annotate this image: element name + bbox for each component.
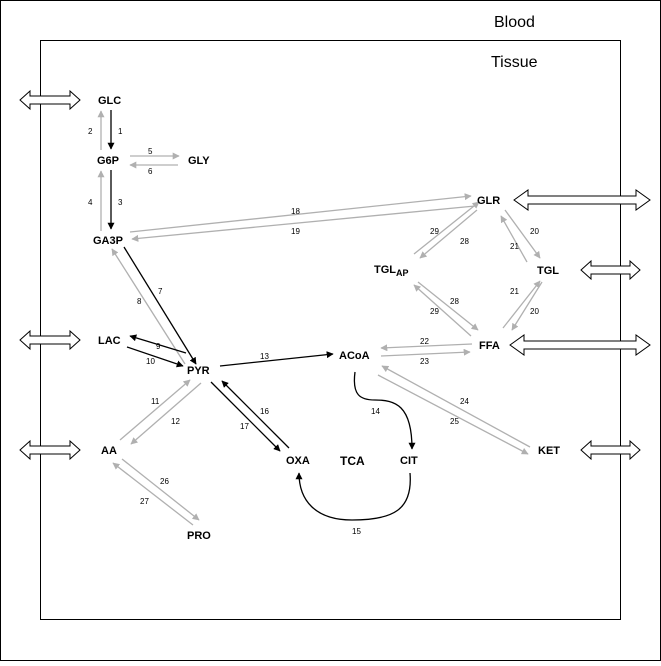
flux-29-lower-label: 29 — [430, 307, 439, 316]
node-pyr: PYR — [187, 365, 210, 377]
flux-4-label: 4 — [88, 198, 93, 207]
node-tgl: TGL — [537, 265, 559, 277]
flux-10-label: 10 — [146, 357, 155, 366]
node-glc: GLC — [98, 95, 121, 107]
node-glr: GLR — [477, 195, 500, 207]
flux-11-arrow — [119, 379, 191, 441]
flux-18-label: 18 — [291, 207, 300, 216]
flux-14-arrow — [353, 371, 416, 450]
flux-27-label: 27 — [140, 497, 149, 506]
flux-15-label: 15 — [352, 527, 361, 536]
flux-29-upper-label: 29 — [430, 227, 439, 236]
flux-22-arrow — [380, 343, 473, 352]
flux-29-lower-arrow — [413, 284, 472, 337]
flux-28-upper-arrow — [419, 209, 478, 259]
node-ket: KET — [538, 445, 560, 457]
flux-26-label: 26 — [160, 477, 169, 486]
aa-transport-arrow — [19, 439, 81, 461]
glc-transport-arrow — [19, 89, 81, 111]
flux-15-arrow — [295, 472, 411, 521]
node-ga3p: GA3P — [93, 235, 123, 247]
blood-label: Blood — [494, 14, 535, 31]
flux-1-label: 1 — [118, 127, 123, 136]
flux-19-label: 19 — [291, 227, 300, 236]
flux-21-upper-label: 21 — [510, 242, 519, 251]
flux-10-arrow — [126, 346, 184, 368]
flux-13-arrow — [219, 351, 334, 367]
flux-25-label: 25 — [450, 417, 459, 426]
node-g6p: G6P — [97, 155, 119, 167]
flux-20-lower-arrow — [511, 281, 543, 331]
node-oxa: OXA — [286, 455, 310, 467]
flux-28-lower-arrow — [417, 281, 479, 331]
flux-8-label: 8 — [137, 297, 142, 306]
flux-14-label: 14 — [371, 407, 380, 416]
lac-transport-arrow — [19, 329, 81, 351]
tca-cycle-label: TCA — [340, 454, 365, 468]
tissue-label: Tissue — [491, 54, 538, 71]
flux-21-lower-label: 21 — [510, 287, 519, 296]
flux-7-arrow — [123, 246, 197, 365]
node-acoa: ACoA — [339, 350, 370, 362]
node-tgl-ap: TGLAP — [374, 264, 409, 278]
flux-12-arrow — [130, 382, 202, 445]
flux-7-label: 7 — [158, 287, 163, 296]
flux-13-label: 13 — [260, 352, 269, 361]
tgl-transport-arrow — [580, 259, 641, 281]
ffa-transport-arrow — [509, 334, 651, 356]
node-pro: PRO — [187, 530, 211, 542]
flux-28-upper-label: 28 — [460, 237, 469, 246]
flux-11-label: 11 — [151, 397, 160, 406]
flux-18-arrow — [129, 193, 472, 233]
glr-transport-arrow — [513, 189, 651, 211]
node-ffa: FFA — [479, 340, 500, 352]
ket-transport-arrow — [580, 439, 641, 461]
flux-8-arrow — [111, 248, 186, 365]
flux-27-arrow — [112, 462, 194, 526]
node-aa: AA — [101, 445, 117, 457]
flux-5-label: 5 — [148, 147, 153, 156]
flux-20-lower-label: 20 — [530, 307, 539, 316]
tissue-box — [40, 40, 621, 620]
flux-20-upper-arrow — [504, 209, 541, 259]
flux-23-arrow — [380, 348, 471, 357]
flux-19-arrow — [131, 205, 476, 242]
flux-16-label: 16 — [260, 407, 269, 416]
flux-9-arrow — [129, 334, 187, 354]
node-lac: LAC — [98, 335, 121, 347]
flux-12-label: 12 — [171, 417, 180, 426]
flux-2-label: 2 — [88, 127, 93, 136]
flux-17-arrow — [210, 381, 281, 452]
flux-24-arrow — [381, 365, 531, 448]
flux-24-label: 24 — [460, 397, 469, 406]
flux-25-arrow — [377, 374, 529, 455]
node-gly: GLY — [188, 155, 210, 167]
node-cit: CIT — [400, 455, 418, 467]
flux-20-upper-label: 20 — [530, 227, 539, 236]
flux-28-lower-label: 28 — [450, 297, 459, 306]
flux-21-lower-arrow — [502, 280, 541, 329]
flux-29-upper-arrow — [413, 201, 480, 255]
tgl-ap-main: TGL — [374, 264, 396, 276]
tgl-ap-subscript: AP — [396, 268, 409, 278]
flux-23-label: 23 — [420, 357, 429, 366]
flux-16-arrow — [221, 380, 290, 449]
flux-3-label: 3 — [118, 198, 123, 207]
flux-21-upper-arrow — [500, 215, 528, 263]
flux-9-label: 9 — [156, 342, 161, 351]
flux-17-label: 17 — [240, 422, 249, 431]
flux-6-label: 6 — [148, 167, 153, 176]
flux-26-arrow — [121, 458, 200, 521]
flux-22-label: 22 — [420, 337, 429, 346]
